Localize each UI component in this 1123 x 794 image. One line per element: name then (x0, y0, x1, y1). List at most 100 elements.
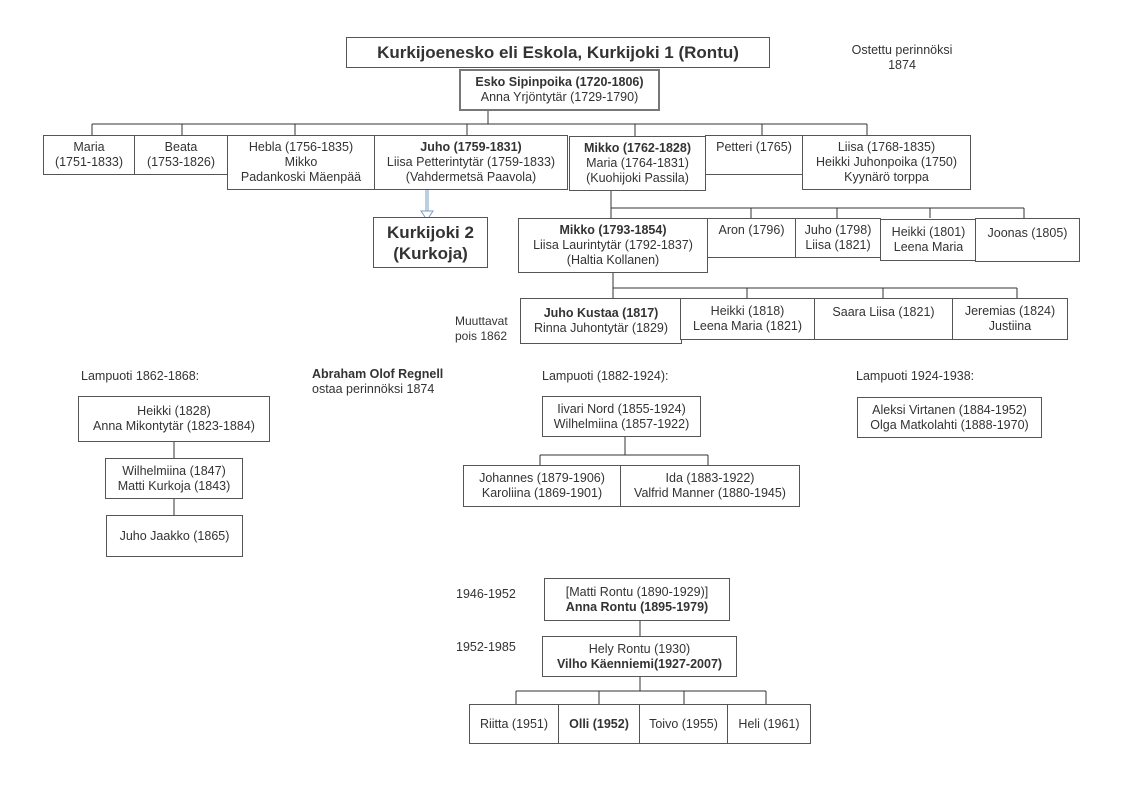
lampuoti2-iivari-box: Iivari Nord (1855-1924) Wilhelmiina (185… (542, 396, 701, 437)
period1-line1: [Matti Rontu (1890-1929)] (565, 584, 709, 599)
bought-note-line1: Ostettu perinnöksi (851, 43, 953, 57)
gen3-saara-line1: Saara Liisa (1821) (832, 305, 935, 319)
child-riitta-label: Riitta (1951) (479, 716, 549, 731)
gen2-juho-line2: Liisa (1821) (805, 238, 871, 252)
gen1-beata-line2: (1753-1826) (146, 155, 216, 169)
gen2-joonas-line1: Joonas (1805) (987, 226, 1068, 240)
gen3-jeremias-box: Jeremias (1824) Justiina (952, 298, 1068, 340)
root-line2: Anna Yrjöntytär (1729-1790) (480, 90, 639, 104)
gen2-aron-line1: Aron (1796) (718, 223, 785, 237)
lampuoti2-ida-line1: Ida (1883-1922) (665, 471, 755, 485)
gen1-liisa-line2: Heikki Juhonpoika (1750) (815, 155, 958, 169)
gen1-hebla-line3: Padankoski Mäenpää (240, 170, 362, 184)
root-couple-box: Esko Sipinpoika (1720-1806) Anna Yrjönty… (459, 69, 660, 111)
gen1-liisa-line1: Liisa (1768-1835) (837, 140, 936, 154)
child-olli-box: Olli (1952) (558, 704, 640, 744)
lampuoti2-johannes-line2: Karoliina (1869-1901) (481, 486, 603, 500)
lampuoti1-heikki-box: Heikki (1828) Anna Mikontytär (1823-1884… (78, 396, 270, 442)
lampuoti1-label: Lampuoti 1862-1868: (81, 369, 200, 383)
gen1-juho-line1: Juho (1759-1831) (420, 140, 522, 154)
gen1-juho-line2: Liisa Petterintytär (1759-1833) (386, 155, 556, 169)
period2-line2: Vilho Käenniemi(1927-2007) (556, 656, 723, 671)
child-heli-label: Heli (1961) (738, 716, 800, 731)
lampuoti2-johannes-box: Johannes (1879-1906) Karoliina (1869-190… (463, 465, 621, 507)
gen1-hebla-line2: Mikko (284, 155, 318, 169)
lampuoti2-label: Lampuoti (1882-1924): (542, 369, 669, 383)
regnell-line1: Abraham Olof Regnell (312, 367, 444, 381)
gen2-mikko-line3: (Haltia Kollanen) (566, 253, 660, 267)
lampuoti1-wilhelmiina-line1: Wilhelmiina (1847) (122, 463, 226, 478)
gen2-mikko-line1: Mikko (1793-1854) (559, 223, 667, 237)
gen3-heikki-line2: Leena Maria (1821) (692, 319, 803, 333)
lampuoti2-johannes-line1: Johannes (1879-1906) (479, 471, 605, 485)
period1-box: [Matti Rontu (1890-1929)] Anna Rontu (18… (544, 578, 730, 621)
kurkijoki2-line2: (Kurkoja) (393, 243, 468, 263)
child-heli-box: Heli (1961) (727, 704, 811, 744)
lampuoti1-wilhelmiina-box: Wilhelmiina (1847) Matti Kurkoja (1843) (105, 458, 243, 499)
title-text: Kurkijoenesko eli Eskola, Kurkijoki 1 (R… (377, 43, 739, 62)
gen2-heikki-line1: Heikki (1801) (891, 225, 966, 239)
lampuoti1-wilhelmiina-line2: Matti Kurkoja (1843) (117, 478, 231, 493)
gen1-mikko-box: Mikko (1762-1828) Maria (1764-1831) (Kuo… (569, 136, 706, 191)
period2-label: 1952-1985 (456, 640, 516, 654)
gen2-mikko-line2: Liisa Laurintytär (1792-1837) (533, 238, 693, 252)
kurkijoki2-line1: Kurkijoki 2 (387, 222, 474, 242)
child-riitta-box: Riitta (1951) (469, 704, 559, 744)
gen1-mikko-line1: Mikko (1762-1828) (583, 141, 691, 155)
lampuoti1-juho-jaakko-line1: Juho Jaakko (1865) (119, 528, 230, 543)
moved-note-line2: pois 1862 (455, 329, 508, 343)
gen3-juho-kustaa-line2: Rinna Juhontytär (1829) (533, 321, 669, 335)
gen2-mikko-box: Mikko (1793-1854) Liisa Laurintytär (179… (518, 218, 708, 273)
regnell-line2: ostaa perinnöksi 1874 (312, 382, 435, 396)
lampuoti1-juho-jaakko-box: Juho Jaakko (1865) (106, 515, 243, 557)
gen2-heikki-box: Heikki (1801) Leena Maria (880, 219, 977, 261)
lampuoti2-ida-box: Ida (1883-1922) Valfrid Manner (1880-194… (620, 465, 800, 507)
gen3-juho-kustaa-box: Juho Kustaa (1817) Rinna Juhontytär (182… (520, 298, 682, 344)
bought-note: Ostettu perinnöksi 1874 (849, 43, 955, 73)
moved-note: Muuttavat pois 1862 (455, 314, 508, 344)
period1-label: 1946-1952 (456, 587, 516, 601)
period1-line2: Anna Rontu (1895-1979) (565, 599, 709, 614)
arrow-to-kurkijoki2 (420, 189, 434, 221)
regnell-note: Abraham Olof Regnell ostaa perinnöksi 18… (312, 367, 443, 397)
gen1-hebla-box: Hebla (1756-1835) Mikko Padankoski Mäenp… (227, 135, 375, 190)
child-toivo-label: Toivo (1955) (649, 716, 718, 731)
moved-note-line1: Muuttavat (455, 314, 508, 328)
lampuoti2-iivari-line1: Iivari Nord (1855-1924) (557, 401, 686, 416)
period2-line1: Hely Rontu (1930) (588, 641, 691, 656)
lampuoti3-label: Lampuoti 1924-1938: (856, 369, 975, 383)
gen3-jeremias-line2: Justiina (988, 319, 1032, 333)
gen3-heikki-box: Heikki (1818) Leena Maria (1821) (680, 298, 815, 340)
child-toivo-box: Toivo (1955) (639, 704, 728, 744)
gen2-heikki-line2: Leena Maria (893, 240, 964, 254)
gen1-mikko-line2: Maria (1764-1831) (586, 156, 689, 170)
gen2-juho-line1: Juho (1798) (804, 223, 872, 237)
kurkijoki2-box: Kurkijoki 2 (Kurkoja) (373, 217, 488, 268)
bought-note-line2: 1874 (888, 58, 916, 72)
lampuoti3-aleksi-box: Aleksi Virtanen (1884-1952) Olga Matkola… (857, 397, 1042, 438)
gen1-maria-box: Maria (1751-1833) (43, 135, 135, 175)
lampuoti1-heikki-line2: Anna Mikontytär (1823-1884) (93, 419, 255, 433)
gen1-maria-line1: Maria (73, 140, 105, 154)
lampuoti1-heikki-line1: Heikki (1828) (137, 404, 211, 418)
gen1-juho-box: Juho (1759-1831) Liisa Petterintytär (17… (374, 135, 568, 190)
gen1-hebla-line1: Hebla (1756-1835) (248, 140, 354, 154)
root-line1: Esko Sipinpoika (1720-1806) (475, 75, 644, 89)
gen1-liisa-line3: Kyynärö torppa (844, 170, 929, 184)
gen1-maria-line2: (1751-1833) (54, 155, 124, 169)
period2-box: Hely Rontu (1930) Vilho Käenniemi(1927-2… (542, 636, 737, 677)
lampuoti2-ida-line2: Valfrid Manner (1880-1945) (634, 486, 786, 500)
lampuoti3-aleksi-line1: Aleksi Virtanen (1884-1952) (872, 402, 1027, 417)
gen1-liisa-box: Liisa (1768-1835) Heikki Juhonpoika (175… (802, 135, 971, 190)
lampuoti2-iivari-line2: Wilhelmiina (1857-1922) (553, 416, 690, 431)
gen3-jeremias-line1: Jeremias (1824) (964, 304, 1056, 318)
page-title: Kurkijoenesko eli Eskola, Kurkijoki 1 (R… (346, 37, 770, 68)
gen3-heikki-line1: Heikki (1818) (710, 304, 785, 318)
gen1-beata-box: Beata (1753-1826) (134, 135, 228, 175)
gen1-petteri-box: Petteri (1765) (705, 135, 803, 175)
gen3-juho-kustaa-line1: Juho Kustaa (1817) (543, 306, 659, 320)
gen1-petteri-line1: Petteri (1765) (716, 140, 792, 154)
gen2-aron-box: Aron (1796) (707, 218, 796, 258)
